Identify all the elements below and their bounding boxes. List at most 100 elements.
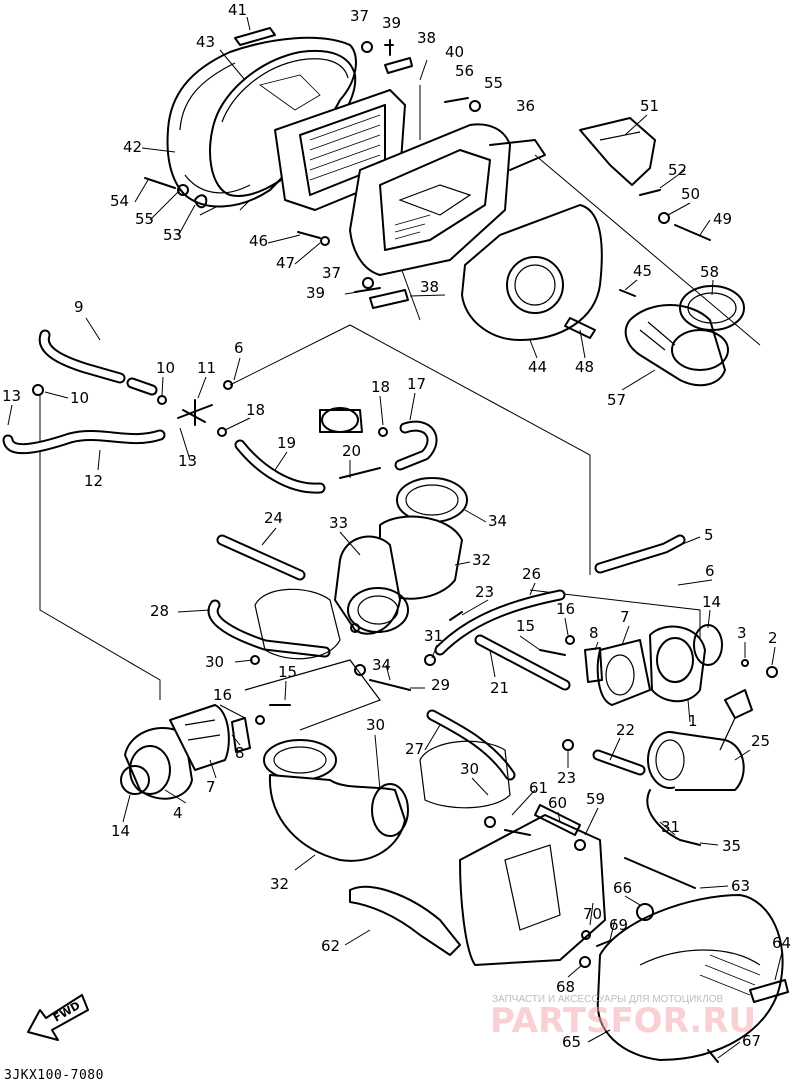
callout-label: 46 (249, 232, 268, 250)
callout-label: 34 (372, 656, 391, 674)
callout-label: 30 (460, 760, 479, 778)
middle-hoses (207, 534, 686, 781)
mount-plate (459, 804, 606, 966)
callout-label: 22 (616, 721, 635, 739)
callout-labels: 41 37 39 38 43 40 56 55 36 51 42 52 50 5… (2, 1, 791, 1051)
callout-label: 64 (772, 934, 791, 952)
callout-label: 19 (277, 434, 296, 452)
callout-label: 6 (705, 562, 715, 580)
callout-label: 61 (529, 779, 548, 797)
callout-label: 62 (321, 937, 340, 955)
callout-label: 12 (84, 472, 103, 490)
callout-label: 31 (661, 818, 680, 836)
callout-label: 5 (704, 526, 714, 544)
callout-label: 30 (366, 716, 385, 734)
callout-label: 51 (640, 97, 659, 115)
callout-label: 17 (407, 375, 426, 393)
callout-label: 43 (196, 33, 215, 51)
callout-label: 26 (522, 565, 541, 583)
engine-ghost (244, 588, 511, 809)
callout-label: 13 (178, 452, 197, 470)
air-cleaner-cover (166, 36, 357, 208)
callout-label: 49 (713, 210, 732, 228)
bracket-62 (349, 885, 461, 956)
callout-label: 60 (548, 794, 567, 812)
callout-label: 48 (575, 358, 594, 376)
callout-label: 70 (583, 905, 602, 923)
callout-label: 25 (751, 732, 770, 750)
callout-label: 7 (620, 608, 630, 626)
callout-label: 9 (74, 298, 84, 316)
callout-label: 38 (420, 278, 439, 296)
callout-label: 18 (371, 378, 390, 396)
bracket-51 (579, 117, 656, 186)
air-cleaner-case (349, 123, 546, 276)
callout-label: 36 (516, 97, 535, 115)
intake-joints-center (334, 477, 468, 635)
callout-label: 65 (562, 1033, 581, 1051)
callout-label: 56 (455, 62, 474, 80)
callout-label: 31 (424, 627, 443, 645)
callout-label: 4 (173, 804, 183, 822)
callout-label: 13 (2, 387, 21, 405)
callout-label: 16 (213, 686, 232, 704)
callout-label: 52 (668, 161, 687, 179)
callout-label: 39 (382, 14, 401, 32)
hardware-lower (250, 611, 778, 1063)
callout-label: 20 (342, 442, 361, 460)
callout-label: 63 (731, 877, 750, 895)
callout-label: 27 (405, 740, 424, 758)
callout-label: 21 (490, 679, 509, 697)
callout-label: 18 (246, 401, 265, 419)
hardware-top (144, 27, 711, 339)
callout-label: 2 (768, 629, 778, 647)
callout-label: 41 (228, 1, 247, 19)
forward-arrow: FWD (27, 994, 89, 1041)
callout-leaders (7, 16, 783, 1059)
cover-65 (596, 894, 789, 1061)
callout-label: 42 (123, 138, 142, 156)
callout-label: 29 (431, 676, 450, 694)
callout-label: 33 (329, 514, 348, 532)
callout-label: 16 (556, 600, 575, 618)
callout-label: 37 (322, 264, 341, 282)
manifold-left (120, 704, 251, 800)
watermark-brand: PARTSFOR.RU (490, 1001, 756, 1041)
diagram-code: 3JKX100-7080 (4, 1068, 104, 1083)
callout-label: 32 (270, 875, 289, 893)
breather-hoses (2, 329, 438, 494)
side-cover-44 (461, 204, 603, 341)
callout-label: 68 (556, 978, 575, 996)
callout-label: 11 (197, 359, 216, 377)
callout-label: 58 (700, 263, 719, 281)
intake-joint-57 (624, 304, 729, 387)
callout-label: 23 (557, 769, 576, 787)
callout-label: 53 (163, 226, 182, 244)
callout-label: 24 (264, 509, 283, 527)
callout-label: 44 (528, 358, 547, 376)
callout-label: 69 (609, 916, 628, 934)
callout-label: 8 (235, 744, 245, 762)
callout-label: 32 (472, 551, 491, 569)
callout-label: 30 (205, 653, 224, 671)
callout-label: 55 (135, 210, 154, 228)
callout-label: 34 (488, 512, 507, 530)
manifold-right (584, 624, 723, 706)
callout-label: 28 (150, 602, 169, 620)
callout-label: 47 (276, 254, 295, 272)
callout-label: 66 (613, 879, 632, 897)
watermark-tagline: ЗАПЧАСТИ И АКСЕССУАРЫ ДЛЯ МОТОЦИКЛОВ (492, 994, 724, 1005)
callout-label: 14 (702, 593, 721, 611)
watermark: ЗАПЧАСТИ И АКСЕССУАРЫ ДЛЯ МОТОЦИКЛОВ PAR… (490, 994, 756, 1041)
callout-label: 57 (607, 391, 626, 409)
callout-label: 1 (688, 712, 698, 730)
callout-label: 40 (445, 43, 464, 61)
callout-label: 15 (278, 663, 297, 681)
callout-label: 54 (110, 192, 129, 210)
callout-label: 59 (586, 790, 605, 808)
callout-label: 10 (156, 359, 175, 377)
callout-label: 37 (350, 7, 369, 25)
intake-joint-32 (263, 739, 409, 862)
callout-label: 38 (417, 29, 436, 47)
